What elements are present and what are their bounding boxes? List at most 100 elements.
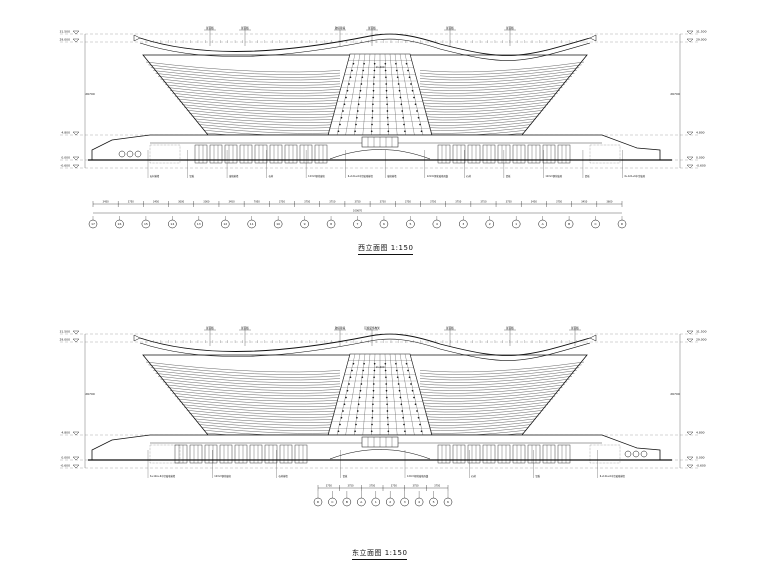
level-mark-icon [686,431,694,436]
roof-tip-right [589,334,597,342]
cladding-band [419,367,580,378]
level-label: 29.000 [60,38,71,42]
panel-dot [403,123,405,126]
top-note: 玻璃幕墙 [335,26,346,30]
podium-window [497,444,511,464]
level-mark-icon [72,456,80,461]
dimension-label: 3750 [326,485,333,488]
cladding-band [145,61,341,73]
panel-dot [407,69,409,72]
cladding-band [198,124,341,131]
round-vent [134,150,142,158]
podium-window [557,144,571,164]
axis-bubble [221,219,230,229]
top-note: 屋面板 [446,326,454,330]
podium-window [264,444,278,464]
cladding-band [165,384,341,394]
level-mark-icon [686,30,694,35]
dimension-label: 3600 [606,201,613,204]
axis-bubble [385,497,395,507]
cladding-band [186,110,341,118]
level-mark-icon [72,38,80,43]
bottom-note: 铝板 [536,474,541,478]
cladding-band [153,70,341,81]
panel-dot [398,89,401,92]
panel-dot [349,76,352,79]
axis-label: 9 [304,222,306,226]
axis-label: 3 [462,222,464,226]
level-mark-icon [686,156,694,161]
panel-dot [340,116,343,119]
top-note: 屋面板 [368,26,376,30]
panel-dot [348,83,350,85]
podium-window [437,144,451,164]
bottom-note: 玻璃幕墙 [387,174,397,178]
podium-window [482,144,496,164]
cladding-band [172,93,341,102]
cladding-band [419,412,541,421]
dimension-label: 3750 [405,201,412,204]
round-vent [118,150,126,158]
round-vent [624,450,632,458]
dimension-label: 3750 [329,201,336,204]
axis-bubble [617,219,627,229]
cladding-band [172,393,341,402]
panel-dot [385,89,388,92]
cladding-band [186,410,341,418]
panel-dot [372,89,375,92]
dimension-label: 3750 [354,201,361,204]
bottom-note: 6+12A+6中空玻璃幕墙 [348,174,374,178]
level-label: 31.500 [60,30,71,34]
cladding-band [419,390,561,399]
axis-label: C [331,500,333,504]
podium-window [254,144,268,164]
panel-dot [410,83,412,85]
cladding-band [419,404,549,413]
cladding-band [419,101,551,110]
level-label: 29.000 [696,38,707,42]
level-label: -0.600 [60,164,70,168]
roof-edge-bottom [139,338,591,361]
bottom-note: 石材 [471,474,476,478]
cladding-band [419,87,563,97]
cladding-band [196,121,341,129]
cladding-band [169,90,341,99]
dimension-label: 3750 [279,201,286,204]
podium-window [437,444,451,464]
bottom-note: 玻璃幕墙 [229,174,239,178]
axis-bubble [326,219,336,229]
panel-dot [359,89,362,92]
axis-label: 12 [223,222,227,226]
dimension-label: 3450 [581,201,588,204]
cladding-band [167,87,341,97]
dimension-label: 3750 [556,201,563,204]
panel-dot [351,69,353,72]
podium-window [294,444,308,464]
axis-bubble [564,219,574,229]
level-label: -0.600 [696,164,706,168]
dimension-label: 3750 [434,485,441,488]
level-mark-icon [72,164,80,169]
axis-bubble [168,219,177,229]
dimension-label: 3750 [304,201,311,204]
bottom-note: 12mm钢化玻璃雨篷 [407,474,429,478]
top-note: 屋面板 [206,26,214,30]
cladding-band [419,395,556,405]
dimension-label: 3750 [380,201,387,204]
cladding-band [153,370,341,381]
dimension-label: 3750 [369,485,376,488]
podium-window [542,144,556,164]
level-label: 0.000 [696,156,705,160]
stone-hatch [149,444,181,464]
cladding-band [165,84,341,94]
cladding-band [179,401,341,410]
level-mark-icon [686,330,694,335]
axis-bubble [538,219,547,229]
mid-level-label: 11.600 [375,365,384,369]
cladding-band [419,104,549,113]
axis-label: 5 [409,222,411,226]
panel-dot [384,69,387,72]
level-label: 4.800 [61,431,70,435]
axis-bubble [194,219,204,229]
